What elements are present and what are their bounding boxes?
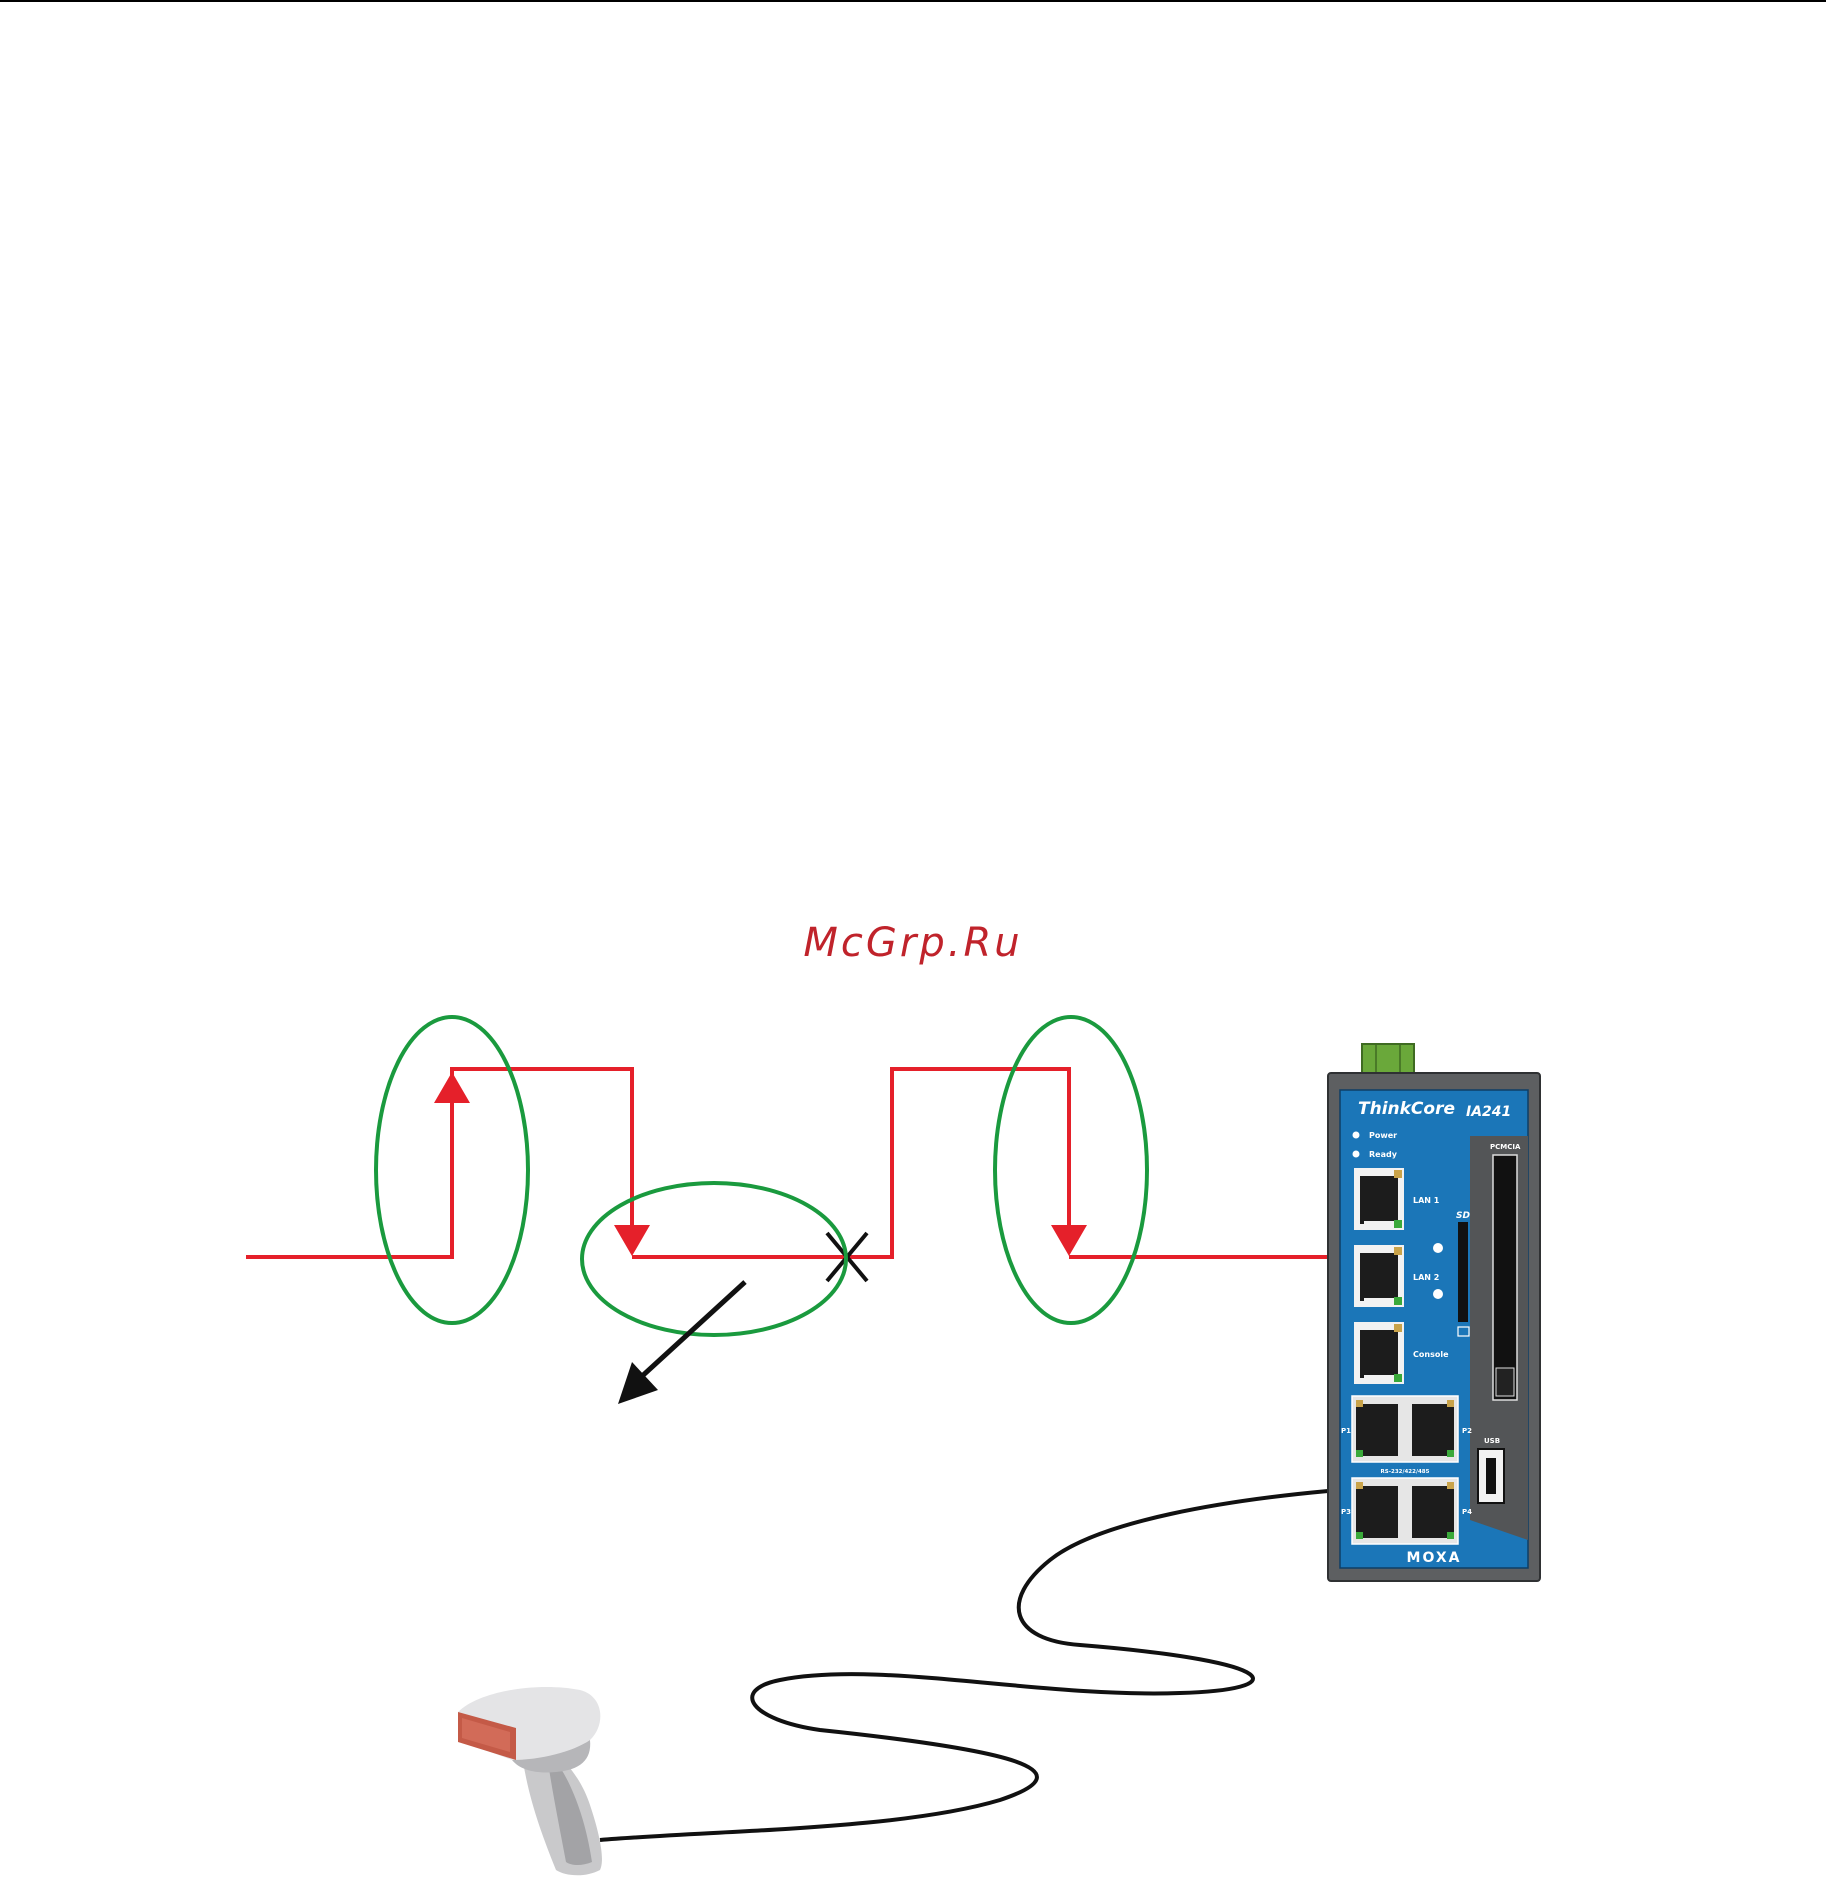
device-brand: ThinkCore <box>1358 1099 1455 1119</box>
lan1-port <box>1354 1168 1404 1230</box>
lan2-port <box>1354 1245 1404 1307</box>
pcmcia-slot <box>1493 1155 1517 1400</box>
signal-waveform <box>246 1069 1328 1257</box>
device-model: IA241 <box>1466 1104 1511 1120</box>
power-terminal-block <box>1362 1044 1414 1074</box>
lan1-label: LAN 1 <box>1413 1196 1440 1205</box>
p4-label: P4 <box>1462 1508 1472 1516</box>
led-label-ready: Ready <box>1369 1150 1398 1159</box>
scanner-cable <box>600 1491 1328 1840</box>
embedded-computer: ThinkCore IA241 Power Ready PCMCIA USB S… <box>1328 1044 1540 1581</box>
console-label: Console <box>1413 1350 1449 1359</box>
falling-edge-arrow-icon <box>614 1225 650 1256</box>
p2-label: P2 <box>1462 1427 1472 1435</box>
usb-label: USB <box>1484 1437 1500 1445</box>
falling-edge-arrow-icon-2 <box>1051 1225 1087 1256</box>
console-port <box>1354 1322 1404 1384</box>
lan2-label: LAN 2 <box>1413 1273 1439 1282</box>
pointer-arrow-icon <box>618 1282 745 1404</box>
p1-label: P1 <box>1341 1427 1351 1435</box>
led-label-power: Power <box>1369 1131 1397 1140</box>
p3-label: P3 <box>1341 1508 1351 1516</box>
sd-slot <box>1458 1222 1468 1322</box>
barcode-scanner <box>458 1687 602 1875</box>
pcmcia-label: PCMCIA <box>1490 1143 1521 1151</box>
rising-edge-arrow-icon <box>434 1072 470 1103</box>
serial-label: RS-232/422/485 <box>1381 1469 1430 1475</box>
sd-label: SD <box>1456 1211 1470 1221</box>
device-maker: MOXA <box>1407 1550 1462 1566</box>
edge-highlights <box>376 1017 1147 1335</box>
